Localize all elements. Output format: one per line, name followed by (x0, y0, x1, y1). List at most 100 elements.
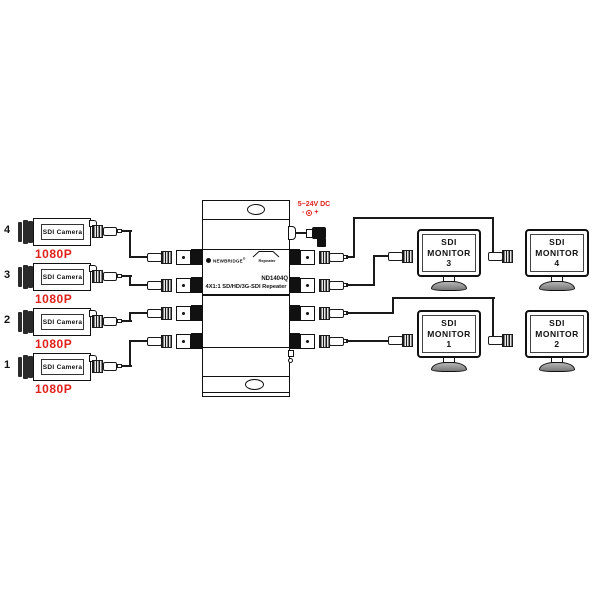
sdi-camera-2: 2 SDI Camera 1080P (0, 308, 130, 354)
bnc-port-icon (191, 277, 202, 293)
cable-out3 (392, 297, 394, 314)
bnc-port-icon (289, 249, 300, 265)
bnc-port-icon (176, 306, 191, 321)
polarity-center-icon (306, 209, 313, 216)
repeater-description: 4X1:1 SD/HD/3G-SDI Repeater (205, 284, 287, 290)
monitor-stand-icon (539, 281, 575, 291)
sdi-camera-4: 4 SDI Camera 1080P (0, 218, 130, 264)
bnc-connector-icon (329, 253, 344, 262)
bnc-connector-icon (488, 336, 503, 345)
repeater-upper-section (202, 219, 290, 250)
bnc-connector-icon (147, 309, 162, 318)
camera-number: 1 (4, 359, 11, 371)
bnc-port-icon (191, 305, 202, 321)
camera-resolution: 1080P (35, 247, 73, 261)
cable-cam1 (129, 340, 149, 342)
dc-plug-pin (295, 232, 307, 234)
cable-cam1 (121, 365, 132, 367)
camera-lens-icon (28, 221, 33, 243)
cable-out2 (373, 255, 375, 286)
camera-body: SDI Camera (33, 353, 91, 381)
camera-lens-icon (28, 311, 33, 333)
bnc-port-icon (191, 249, 202, 265)
cable-out1 (346, 256, 355, 258)
bnc-connector-icon (92, 315, 103, 328)
camera-lens-icon (28, 266, 33, 288)
cable-out3 (392, 297, 495, 299)
bnc-connector-icon (92, 360, 103, 373)
repeater-top-flange (202, 200, 290, 220)
camera-lens-icon (23, 265, 28, 289)
registered-mark: ® (242, 257, 246, 261)
monitor-stand-icon (431, 281, 467, 291)
bnc-connector-icon (388, 252, 403, 261)
mounting-hole-icon (245, 379, 264, 390)
camera-lens-icon (18, 267, 22, 287)
cable-out3 (492, 297, 494, 338)
bnc-connector-icon (161, 307, 172, 320)
bnc-connector-icon (329, 281, 344, 290)
camera-lens-icon (18, 312, 22, 332)
bnc-port-icon (300, 306, 315, 321)
bnc-port-icon (289, 305, 300, 321)
bnc-connector-icon (161, 251, 172, 264)
camera-number: 2 (4, 314, 11, 326)
bnc-port-icon (300, 334, 315, 349)
camera-label: SDI Camera (41, 314, 84, 330)
bnc-port-icon (300, 278, 315, 293)
cable-out4 (346, 340, 389, 342)
camera-lens-icon (23, 310, 28, 334)
cable-out1 (492, 217, 494, 254)
ground-screw (288, 358, 293, 363)
bnc-connector-icon (103, 227, 117, 236)
dc-plug-icon (312, 227, 326, 239)
bnc-connector-icon (147, 253, 162, 262)
cable-cam2 (121, 320, 132, 322)
dc-plug-icon (317, 238, 326, 247)
cable-cam4 (121, 230, 132, 232)
cable-cam3 (121, 275, 132, 277)
repeater-base-plate (202, 392, 290, 397)
monitor-stand-icon (539, 362, 575, 372)
camera-lens-icon (18, 357, 22, 377)
cable-cam2 (129, 312, 149, 314)
cable-cam3 (129, 275, 131, 286)
bnc-connector-icon (103, 362, 117, 371)
camera-number: 4 (4, 224, 11, 236)
repeater-model: ND1404Q (261, 276, 288, 282)
bnc-connector-icon (147, 337, 162, 346)
camera-label: SDI Camera (41, 269, 84, 285)
bnc-connector-icon (502, 334, 513, 347)
bnc-port-icon (300, 250, 315, 265)
cable-out1 (353, 217, 494, 219)
brand-name: NEWBRIDGE® (213, 257, 246, 264)
camera-body: SDI Camera (33, 308, 91, 336)
bnc-port-icon (289, 277, 300, 293)
bnc-connector-icon (161, 279, 172, 292)
cable-cam4 (129, 256, 149, 258)
bnc-port-icon (191, 333, 202, 349)
bnc-connector-icon (502, 250, 513, 263)
cable-out1 (353, 217, 355, 258)
bnc-connector-icon (103, 317, 117, 326)
brand-logo: NEWBRIDGE® (206, 257, 246, 264)
camera-resolution: 1080P (35, 292, 73, 306)
repeater-panel-label: Repeater (258, 258, 276, 263)
camera-lens-icon (18, 222, 22, 242)
bnc-connector-icon (402, 250, 413, 263)
bnc-connector-icon (92, 270, 103, 283)
ground-lug (288, 350, 294, 357)
camera-label: SDI Camera (41, 359, 84, 375)
camera-lens-icon (23, 355, 28, 379)
